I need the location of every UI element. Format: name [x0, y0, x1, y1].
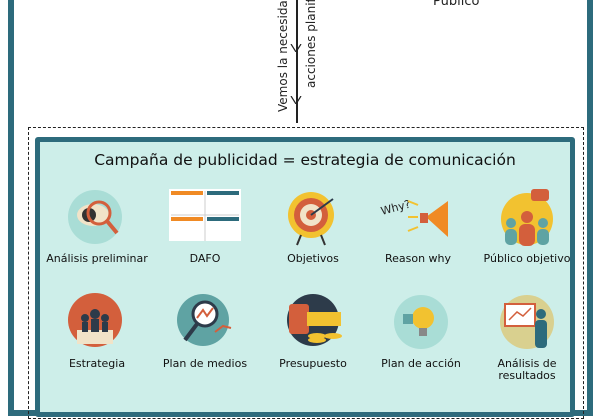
item-label: Plan de medios	[162, 357, 248, 370]
why-text: Why?	[379, 197, 412, 217]
item-objetivos: Objetivos	[258, 187, 368, 265]
item-label: DAFO	[189, 252, 221, 265]
eye-magnifier-icon	[68, 190, 122, 244]
item-label: Análisis preliminar	[46, 252, 148, 265]
item-label: Público objetivo	[483, 252, 571, 265]
target-icon	[288, 192, 334, 246]
money-icon	[287, 294, 342, 346]
arrow-down-icon	[290, 44, 302, 52]
megaphone-icon: Why?	[379, 197, 448, 237]
presentation-icon	[500, 295, 554, 349]
audience-icon	[501, 189, 553, 246]
item-dafo: DAFO	[150, 187, 260, 265]
flow-text-right: acciones planifi	[304, 0, 318, 88]
flow-text-left: Vemos la necesidad	[276, 0, 290, 112]
item-reason-why: Why? Reason why	[363, 187, 473, 265]
item-publico-objetivo: Público objetivo	[472, 187, 582, 265]
item-analisis-resultados: Análisis de resultados	[472, 292, 582, 382]
item-label: Estrategia	[68, 357, 126, 370]
publico-label: Público	[433, 0, 480, 9]
arrow-down-icon	[290, 96, 302, 104]
item-label: Presupuesto	[279, 357, 347, 370]
swot-grid-icon	[169, 189, 241, 241]
lightbulb-puzzle-icon	[394, 295, 448, 349]
item-label: Reason why	[384, 252, 452, 265]
campaign-panel: Campaña de publicidad = estrategia de co…	[35, 137, 575, 417]
chart-magnifier-icon	[177, 294, 232, 346]
panel-title: Campaña de publicidad = estrategia de co…	[94, 151, 516, 169]
item-label: Objetivos	[287, 252, 339, 265]
item-plan-de-medios: Plan de medios	[150, 292, 260, 370]
item-analisis-preliminar: Análisis preliminar	[42, 187, 152, 265]
item-label: Análisis de resultados	[497, 357, 557, 382]
item-estrategia: Estrategia	[42, 292, 152, 370]
chess-icon	[68, 293, 122, 347]
flow-line	[296, 0, 298, 123]
item-plan-de-accion: Plan de acción	[366, 292, 476, 370]
item-presupuesto: Presupuesto	[258, 292, 368, 370]
item-label: Plan de acción	[381, 357, 461, 370]
